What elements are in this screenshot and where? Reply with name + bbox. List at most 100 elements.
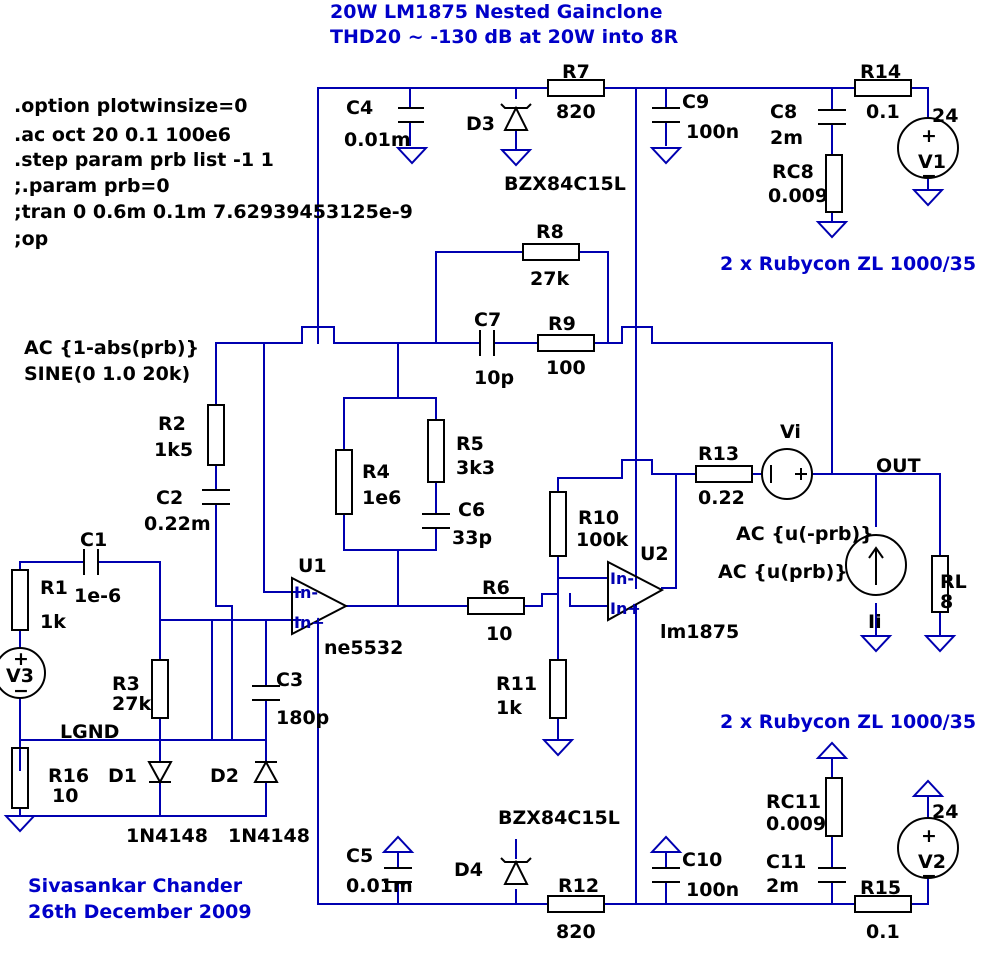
c6-value: 33p — [452, 527, 492, 549]
r14-body — [854, 79, 912, 97]
c5-ref: C5 — [346, 845, 373, 867]
c8-body — [818, 109, 846, 125]
r11-value: 1k — [496, 697, 522, 719]
r2-body — [207, 404, 225, 466]
c8-ref: C8 — [770, 101, 797, 123]
u1-inm-pin: In- — [294, 583, 318, 602]
ground-symbols — [3, 147, 957, 853]
title-line1: 20W LM1875 Nested Gainclone — [330, 1, 663, 23]
c9-value: 100n — [686, 121, 739, 143]
r8-body — [522, 243, 580, 261]
r8-value: 27k — [530, 268, 569, 290]
d1-ref: D1 — [108, 765, 137, 787]
c3-value: 180p — [276, 707, 329, 729]
rc11-body — [825, 777, 843, 837]
c10-ref: C10 — [682, 849, 722, 871]
c1-value: 1e-6 — [74, 585, 121, 607]
r16-body — [11, 747, 29, 809]
rl-ref: RL — [940, 571, 967, 593]
c11-value: 2m — [766, 875, 799, 897]
directive-1: .option plotwinsize=0 — [14, 95, 247, 117]
c3-body — [252, 685, 280, 701]
opamps — [291, 560, 665, 636]
r2-value: 1k5 — [154, 439, 193, 461]
r9-value: 100 — [546, 357, 586, 379]
v1-value: 24 — [932, 105, 958, 127]
c4-body — [398, 107, 424, 123]
c6-body — [422, 513, 450, 529]
c2-value: 0.22m — [144, 513, 211, 535]
r6-body — [467, 597, 525, 615]
author-note: Sivasankar Chander — [28, 875, 243, 897]
d2-ref: D2 — [210, 765, 239, 787]
u1-value: ne5532 — [324, 637, 403, 659]
vi-source — [761, 448, 813, 500]
r15-ref: R15 — [860, 877, 901, 899]
r1-value: 1k — [40, 611, 66, 633]
r5-value: 3k3 — [456, 457, 495, 479]
r5-body — [427, 419, 445, 483]
caps-top-note: 2 x Rubycon ZL 1000/35 — [720, 253, 976, 275]
date-note: 26th December 2009 — [28, 901, 252, 923]
c5-value: 0.01m — [346, 875, 413, 897]
r10-ref: R10 — [578, 507, 619, 529]
d2-body — [253, 759, 279, 783]
c4-ref: C4 — [346, 97, 373, 119]
r15-body — [854, 895, 912, 913]
wires — [19, 87, 941, 905]
vi-ref: Vi — [780, 421, 801, 443]
c11-body — [818, 867, 846, 883]
v3-minus: − — [13, 680, 29, 702]
r8-ref: R8 — [536, 221, 564, 243]
c6-ref: C6 — [458, 499, 485, 521]
r7-body — [547, 79, 605, 97]
rc11-ref: RC11 — [766, 791, 821, 813]
v1-minus: − — [921, 165, 937, 187]
r16-ref: R16 — [48, 765, 89, 787]
c5-body — [384, 867, 412, 883]
r12-body — [547, 895, 605, 913]
r11-body — [549, 659, 567, 719]
c8-value: 2m — [770, 127, 803, 149]
v1-plus: + — [921, 125, 937, 147]
v3-ref: V3 — [6, 665, 34, 687]
directive-6: ;op — [14, 228, 48, 250]
u2-body — [607, 560, 665, 622]
directive-3: .step param prb list -1 1 — [14, 149, 274, 171]
r1-body — [11, 569, 29, 631]
r9-body — [537, 334, 595, 352]
c7-ref: C7 — [474, 309, 501, 331]
r14-value: 0.1 — [866, 101, 900, 123]
c1-ref: C1 — [80, 529, 107, 551]
u2-inm-pin: In- — [610, 569, 634, 588]
lgnd-net-label: LGND — [60, 721, 119, 743]
ii-ac-text: AC {u(prb)} — [718, 561, 848, 583]
u1-body — [291, 576, 349, 636]
u2-value: lm1875 — [660, 621, 739, 643]
source-sine-text: SINE(0 1.0 20k) — [24, 363, 190, 385]
v2-value: 24 — [932, 801, 958, 823]
diodes — [147, 103, 532, 885]
v2-source — [897, 817, 959, 879]
c9-ref: C9 — [682, 91, 709, 113]
r5-ref: R5 — [456, 433, 484, 455]
v1-source — [897, 117, 959, 179]
ii-ref: Ii — [868, 611, 882, 633]
r3-ref: R3 — [112, 673, 140, 695]
r13-body — [695, 465, 753, 483]
r3-body — [151, 659, 169, 719]
d3-ref: D3 — [466, 113, 495, 135]
capacitors — [83, 107, 846, 883]
caps-bottom-note: 2 x Rubycon ZL 1000/35 — [720, 711, 976, 733]
rc11-value: 0.009 — [766, 813, 826, 835]
r6-value: 10 — [486, 623, 512, 645]
v1-ref: V1 — [918, 151, 946, 173]
r4-value: 1e6 — [362, 487, 401, 509]
c11-ref: C11 — [766, 851, 806, 873]
r9-ref: R9 — [548, 313, 576, 335]
c10-body — [652, 867, 680, 883]
r4-body — [335, 449, 353, 515]
u2-ref: U2 — [640, 543, 669, 565]
r12-ref: R12 — [558, 875, 599, 897]
